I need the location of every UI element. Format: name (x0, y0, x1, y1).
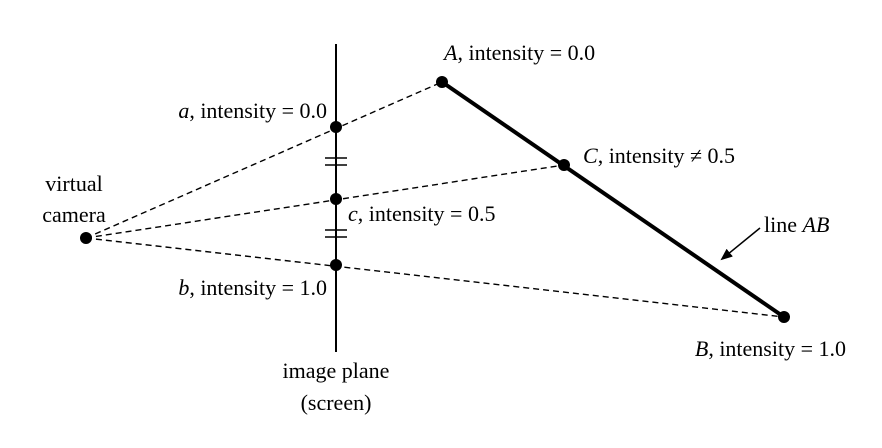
camera-point (80, 232, 92, 244)
ray-camera-to-A (85, 81, 443, 239)
label-line-AB: line AB (764, 212, 829, 237)
point-B (778, 311, 790, 323)
point-C (558, 159, 570, 171)
ray-camera-to-B (85, 237, 785, 318)
point-a (330, 121, 342, 133)
label-b: b, intensity = 1.0 (178, 275, 327, 300)
point-c (330, 193, 342, 205)
line-AB-arrow (720, 227, 761, 261)
label-B: B, intensity = 1.0 (695, 336, 846, 361)
label-C: C, intensity ≠ 0.5 (583, 143, 735, 168)
camera-label-line1: virtual (45, 171, 102, 196)
point-A (436, 76, 448, 88)
image-plane-label-line1: image plane (283, 358, 390, 383)
label-A: A, intensity = 0.0 (442, 40, 595, 65)
camera-label-line2: camera (42, 202, 106, 227)
image-plane-label-line2: (screen) (301, 390, 372, 415)
label-c: c, intensity = 0.5 (348, 201, 495, 226)
ray-camera-to-C (85, 164, 565, 239)
line-AB (440, 80, 786, 319)
equal-length-ticks (325, 157, 347, 238)
point-b (330, 259, 342, 271)
label-a: a, intensity = 0.0 (178, 98, 327, 123)
